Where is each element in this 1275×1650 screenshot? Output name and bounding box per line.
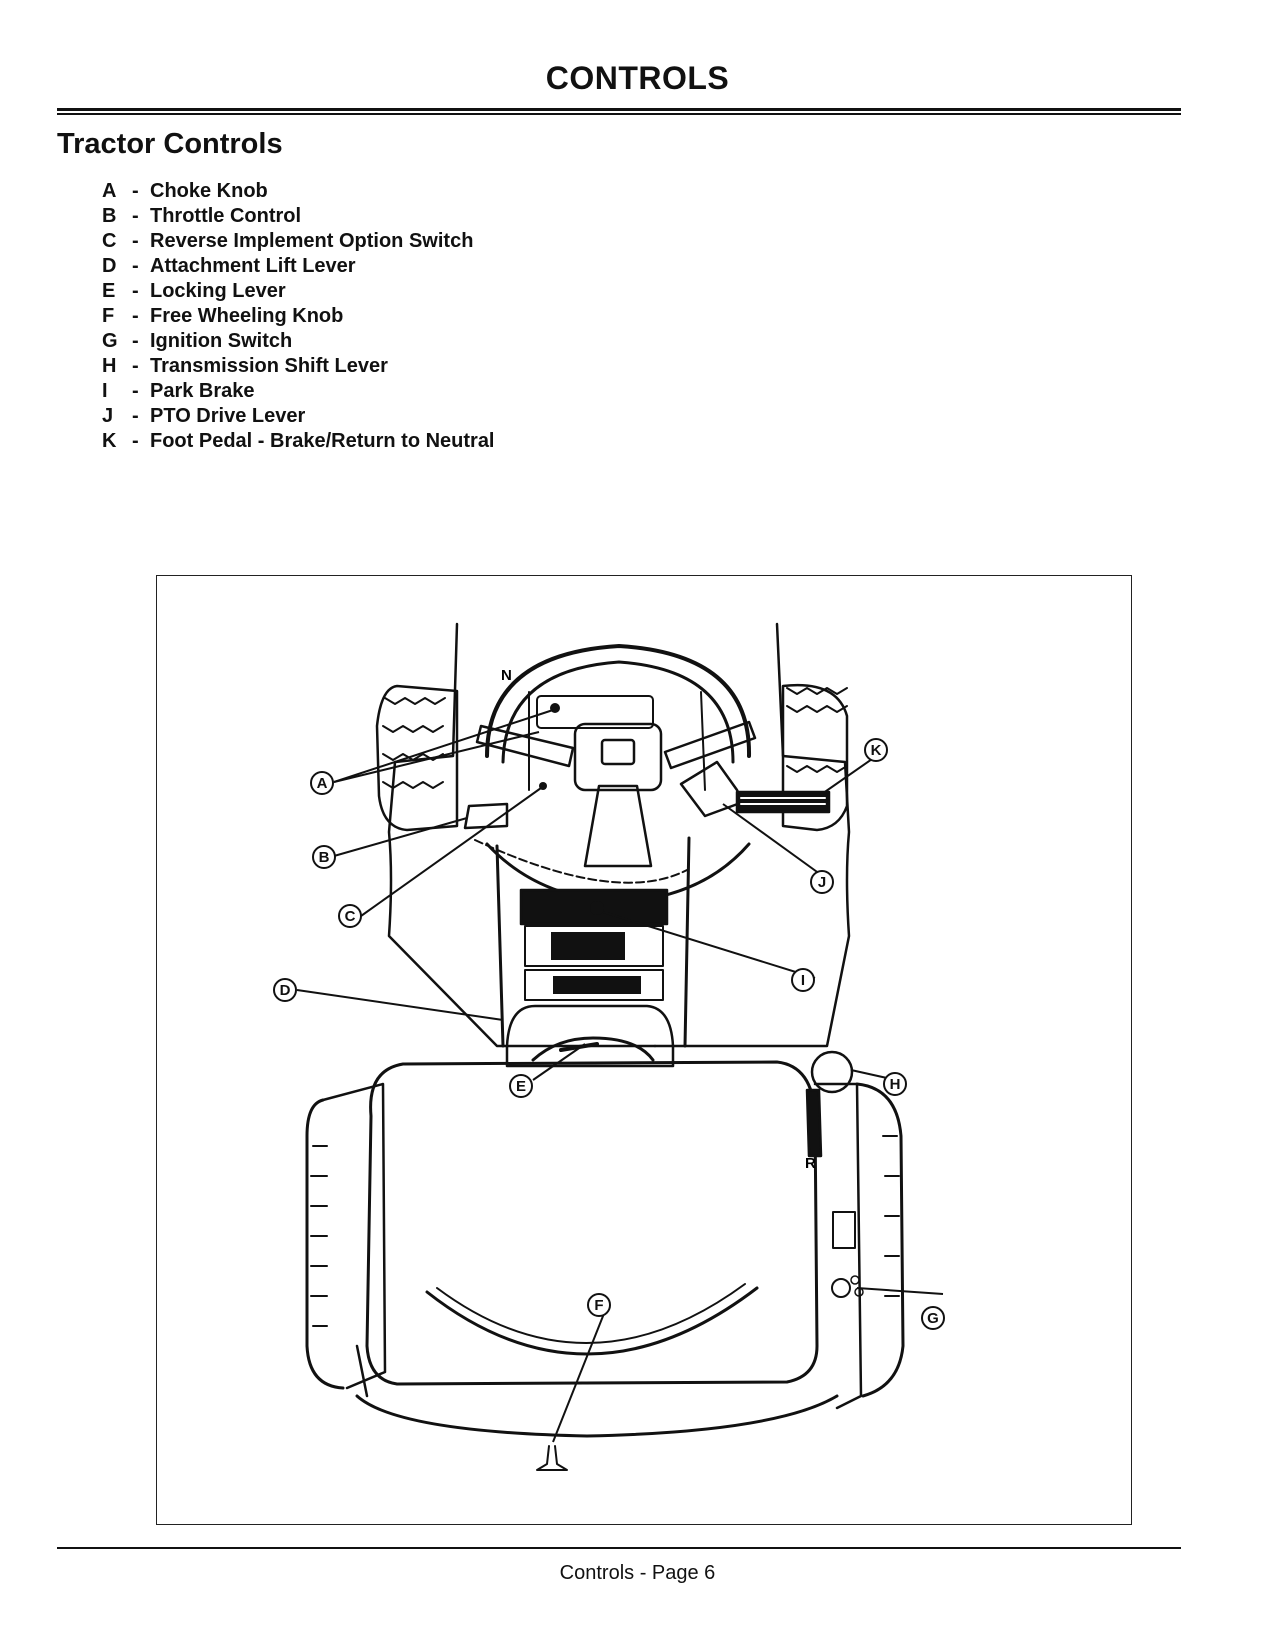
- legend-key: J: [102, 405, 114, 427]
- callout-h: H: [890, 1076, 901, 1093]
- tractor-diagram-frame: N R: [156, 575, 1132, 1525]
- legend-label: Free Wheeling Knob: [150, 305, 344, 327]
- callout-circle-e: [509, 1074, 533, 1098]
- footer-rule: [57, 1547, 1181, 1549]
- legend-label: Ignition Switch: [150, 330, 293, 352]
- legend-item: J-PTO Drive Lever: [102, 405, 306, 427]
- callout-a: A: [317, 775, 328, 792]
- legend-item: C-Reverse Implement Option Switch: [102, 230, 474, 252]
- callout-circle-b: [312, 845, 336, 869]
- legend-label: Throttle Control: [150, 205, 302, 227]
- legend-item: D-Attachment Lift Lever: [102, 255, 356, 277]
- callout-e: E: [516, 1078, 526, 1095]
- legend-item: K-Foot Pedal - Brake/Return to Neutral: [102, 430, 495, 452]
- legend-item: I-Park Brake: [102, 380, 255, 402]
- legend-label: Locking Lever: [150, 280, 286, 302]
- controls-legend: A-Choke Knob B-Throttle Control C-Revers…: [102, 179, 495, 454]
- callout-f: F: [594, 1297, 603, 1314]
- legend-item: A-Choke Knob: [102, 180, 268, 202]
- legend-key: D: [102, 255, 117, 277]
- callout-b: B: [319, 849, 330, 866]
- legend-key: F: [102, 305, 115, 327]
- legend-key: B: [102, 205, 117, 227]
- legend-key: I: [102, 380, 108, 402]
- header-rule-secondary: [57, 113, 1181, 115]
- legend-key: G: [102, 330, 118, 352]
- callout-i: I: [801, 972, 805, 989]
- legend-key: C: [102, 230, 117, 252]
- legend-key: K: [102, 430, 117, 452]
- callout-circle-j: [810, 870, 834, 894]
- legend-key: H: [102, 355, 117, 377]
- header-rule: [57, 108, 1181, 111]
- legend-item: E-Locking Lever: [102, 280, 286, 302]
- callout-circle-a: [310, 771, 334, 795]
- legend-label: Foot Pedal - Brake/Return to Neutral: [150, 430, 495, 452]
- page-title: CONTROLS: [545, 60, 730, 96]
- section-heading: Tractor Controls: [57, 128, 283, 160]
- callout-circle-c: [338, 904, 362, 928]
- reverse-mark: R: [805, 1155, 816, 1172]
- legend-label: Park Brake: [150, 380, 255, 402]
- legend-key: E: [102, 280, 116, 302]
- page-footer: Controls - Page 6: [559, 1562, 716, 1584]
- callout-circle-g: [921, 1306, 945, 1330]
- tractor-diagram: N R: [273, 622, 945, 1471]
- callout-circle-h: [883, 1072, 907, 1096]
- legend-item: B-Throttle Control: [102, 205, 302, 227]
- legend-label: Reverse Implement Option Switch: [150, 230, 474, 252]
- legend-label: Choke Knob: [150, 180, 268, 202]
- callout-d: D: [280, 982, 291, 999]
- legend-item: H-Transmission Shift Lever: [102, 355, 388, 377]
- legend-item: G-Ignition Switch: [102, 330, 293, 352]
- callout-circle-i: [791, 968, 815, 992]
- neutral-mark: N: [501, 667, 512, 684]
- callout-k: K: [871, 742, 882, 759]
- callout-circle-k: [864, 738, 888, 762]
- callout-c: C: [345, 908, 356, 925]
- legend-key: A: [102, 180, 117, 202]
- callout-circle-f: [587, 1293, 611, 1317]
- legend-label: Transmission Shift Lever: [150, 355, 388, 377]
- callout-g: G: [927, 1310, 939, 1327]
- callout-circle-d: [273, 978, 297, 1002]
- legend-item: F-Free Wheeling Knob: [102, 305, 344, 327]
- legend-label: Attachment Lift Lever: [150, 255, 356, 277]
- legend-label: PTO Drive Lever: [150, 405, 306, 427]
- callout-j: J: [818, 874, 826, 891]
